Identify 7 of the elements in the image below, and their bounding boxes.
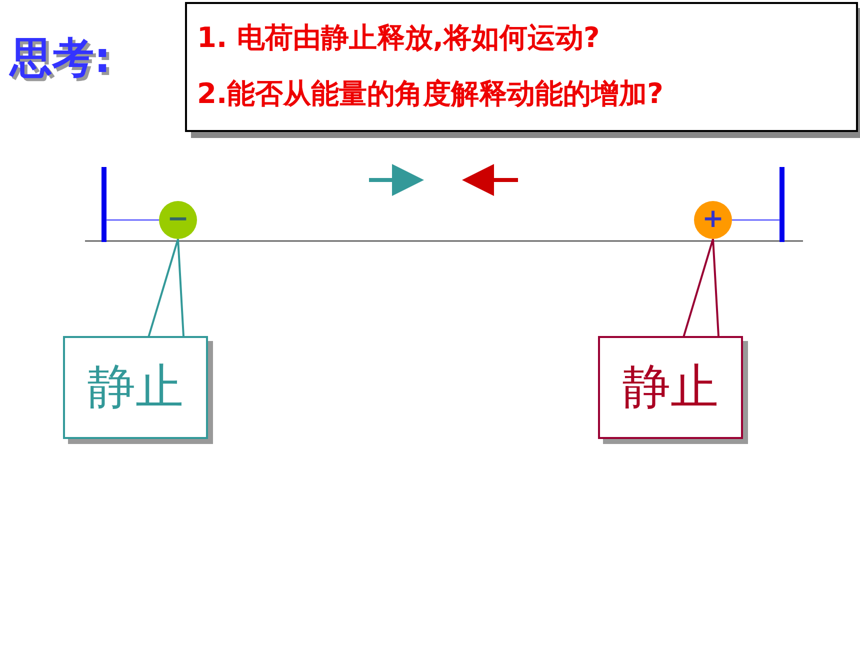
leader-line <box>148 238 185 338</box>
heading-label: 思考: <box>10 32 111 84</box>
question-text: 1. 电荷由静止释放,将如何运动? <box>197 20 601 56</box>
positive-charge: + <box>694 201 732 239</box>
leader-line <box>682 238 720 338</box>
negative-charge: − <box>159 201 197 239</box>
question-text: 2.能否从能量的角度解释动能的增加? <box>197 76 664 112</box>
